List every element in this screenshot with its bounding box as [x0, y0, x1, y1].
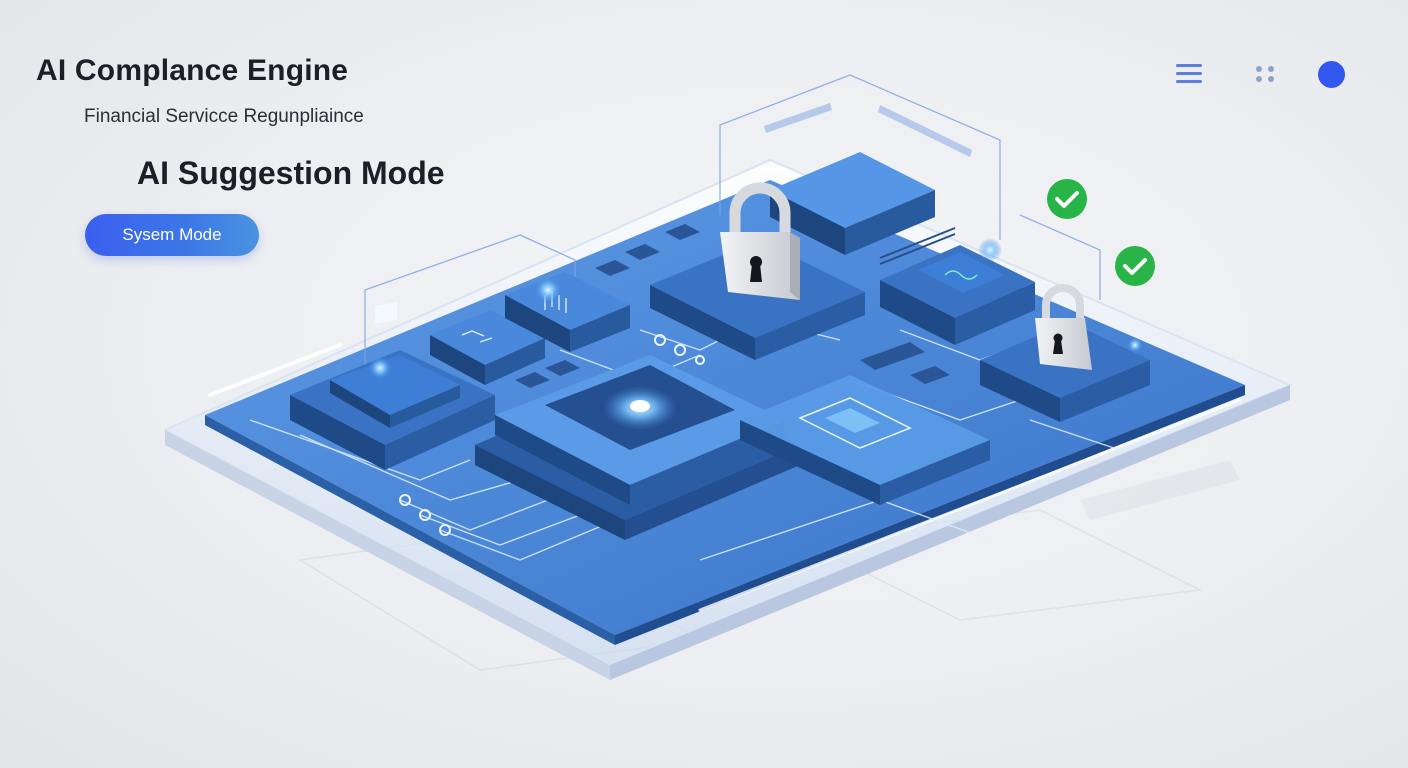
top-toolbar [1170, 60, 1360, 90]
chip-left [290, 301, 495, 470]
chip-right [880, 245, 1035, 345]
menu-icon[interactable] [1176, 64, 1202, 84]
padlock-icon [1035, 284, 1092, 370]
hologram-frames [364, 74, 1101, 370]
page-title: AI Complance Engine [36, 54, 349, 87]
padlock-icon [720, 182, 800, 300]
chip-lock-center [650, 240, 865, 360]
central-ai-processor [475, 355, 800, 540]
chip-right-center [740, 375, 990, 505]
page-subtitle: Financial Servicce Regunpliaince [84, 106, 364, 127]
small-components [515, 224, 950, 388]
chip-top-left [505, 272, 630, 352]
glow-points [368, 238, 1143, 380]
system-mode-button[interactable]: Sysem Mode [85, 214, 259, 256]
board-top [205, 180, 1245, 635]
check-icon [1115, 246, 1155, 286]
background-panels [297, 509, 1203, 671]
avatar[interactable] [1318, 61, 1345, 88]
chip-middle-left [430, 310, 545, 385]
trace-nodes [399, 334, 705, 536]
chip-lock-right [980, 322, 1150, 422]
chip-top [770, 152, 935, 255]
check-icon [1047, 179, 1087, 219]
connector-strip [879, 227, 956, 265]
glass-base [162, 158, 1293, 667]
grid-dots-icon[interactable] [1256, 66, 1274, 82]
section-heading: AI Suggestion Mode [137, 155, 445, 191]
circuit-traces [249, 319, 1201, 561]
